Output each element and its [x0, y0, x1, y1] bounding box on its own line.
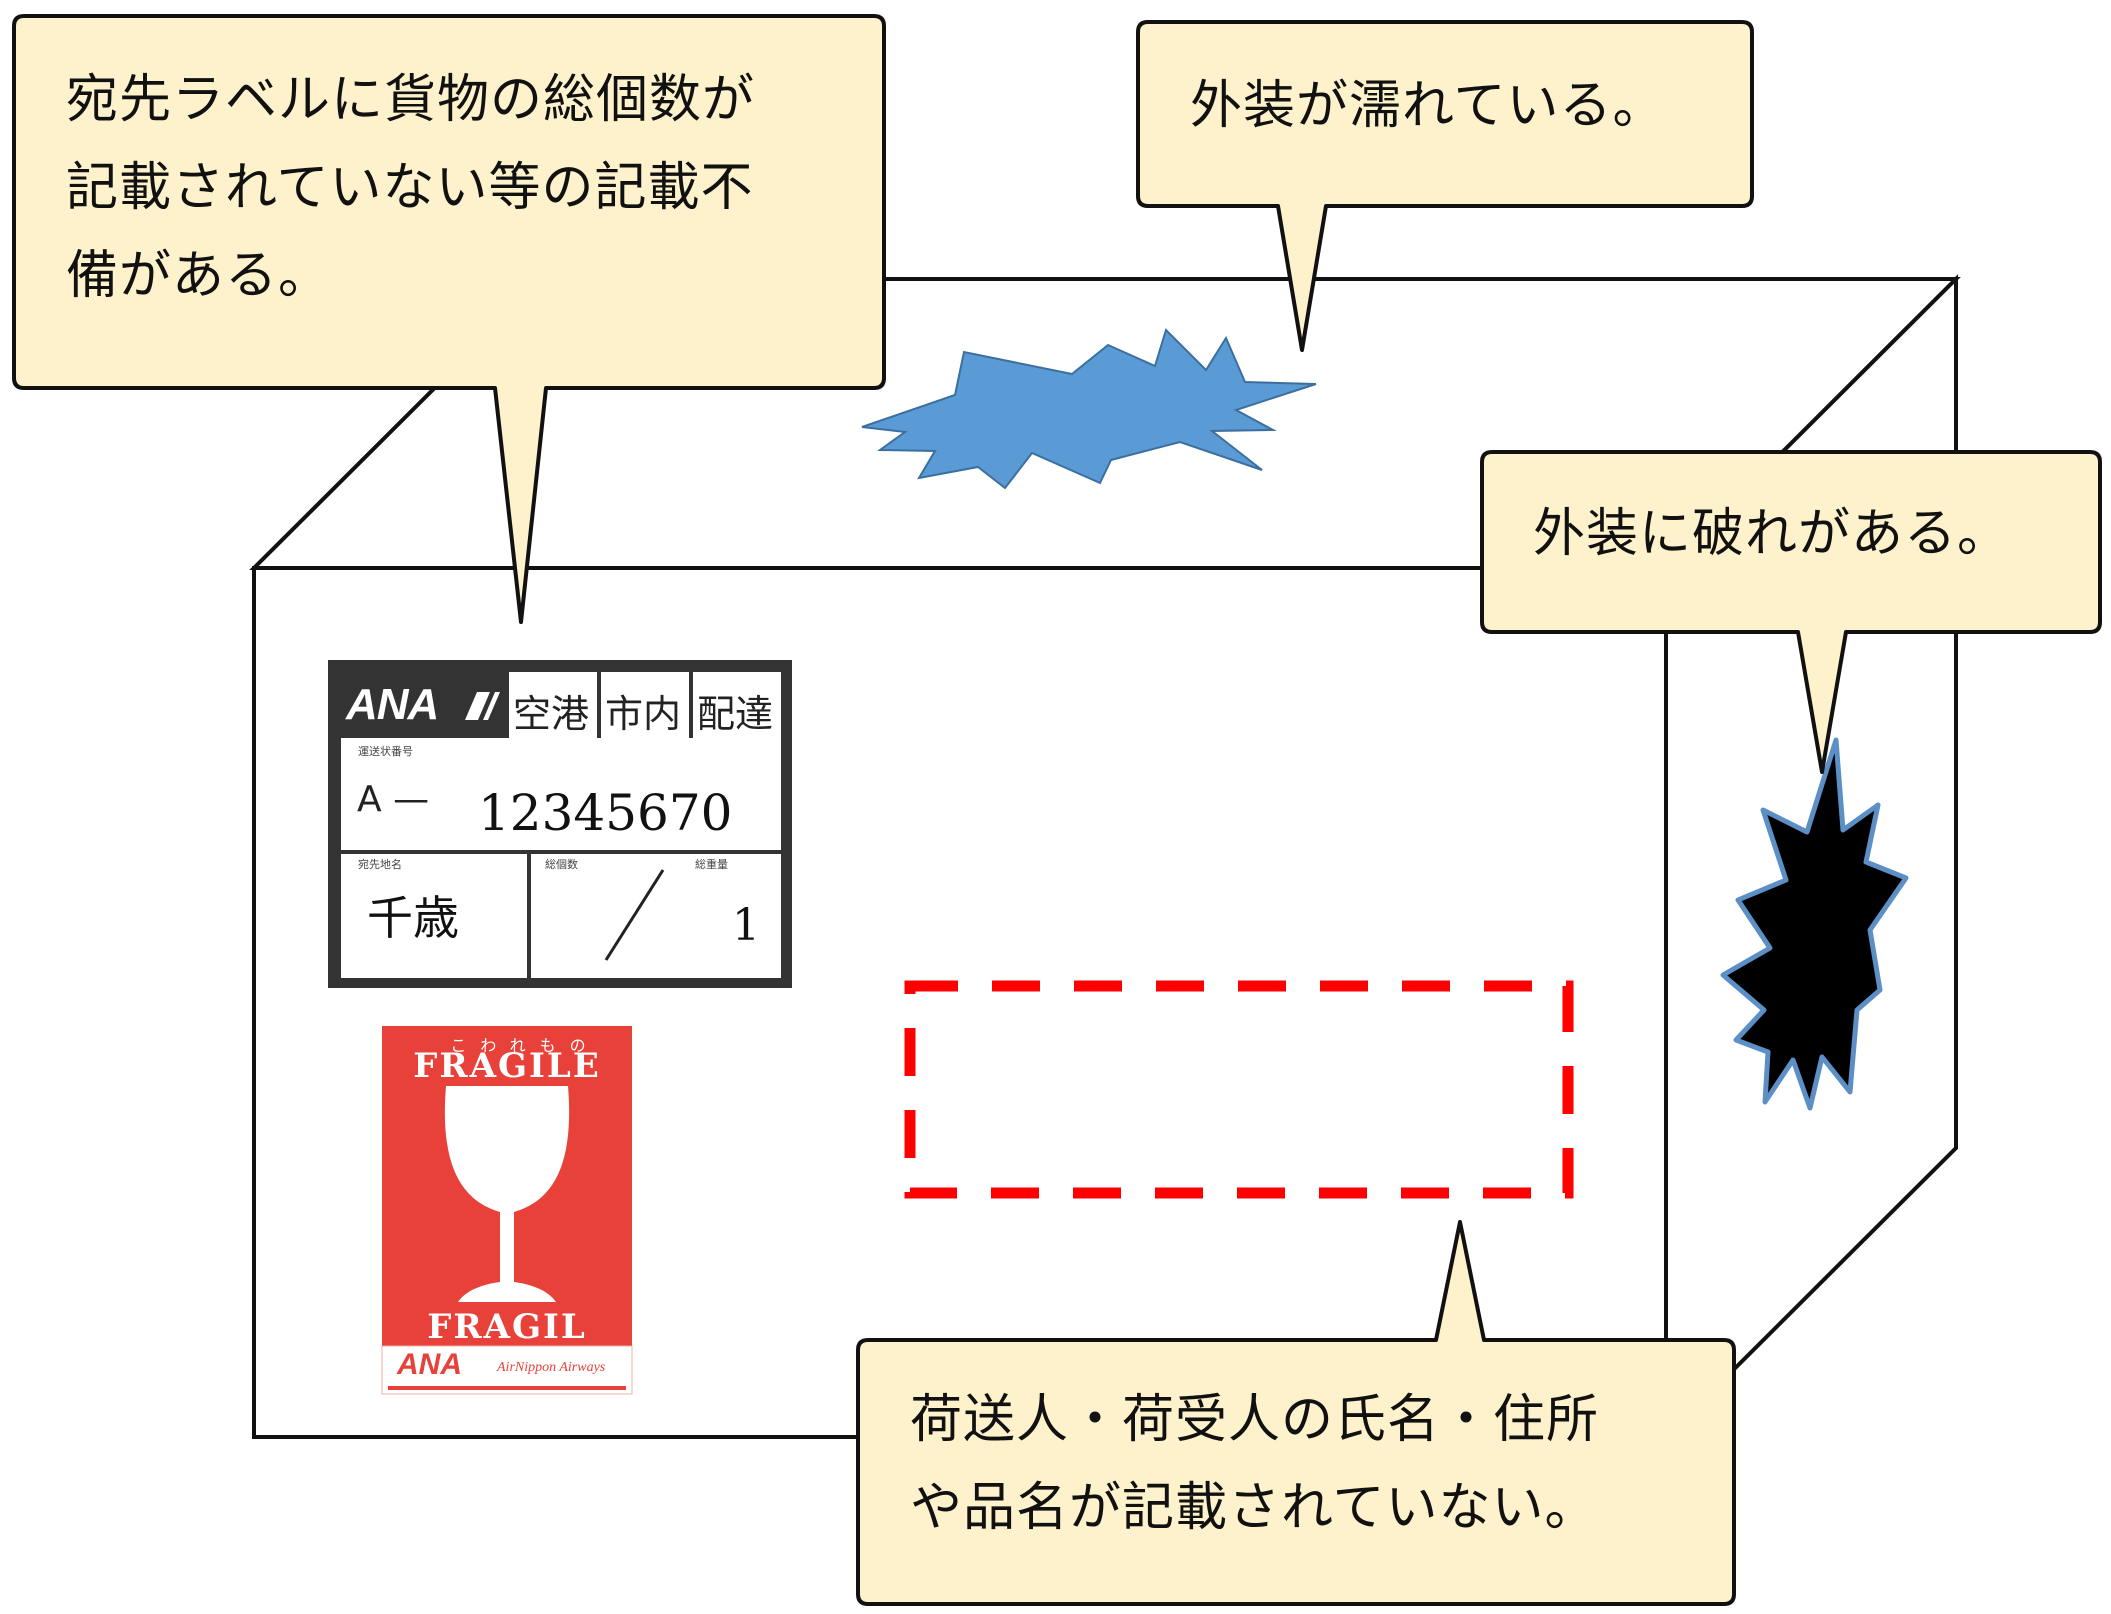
fragile-brand-logo: ANA	[397, 1348, 462, 1381]
missing-info-area	[904, 980, 1574, 1199]
callout-torn-packaging-text: 外装に破れがある。	[1533, 504, 2011, 564]
callout-label-bubble	[12, 14, 886, 624]
label-destination-caption: 宛先地名	[358, 858, 402, 871]
torn-hole-icon	[1720, 737, 1909, 1111]
callout-sender-bubble	[856, 1220, 1736, 1606]
callout-missing-sender-info-text: 荷送人・荷受人の氏名・住所 や品名が記載されていない。	[910, 1390, 1600, 1538]
callout-torn-bubble	[1480, 450, 2102, 774]
shipping-label	[328, 660, 792, 988]
fragile-jp-caption: こわれもの	[450, 1036, 600, 1055]
fragile-airline-name: AirNippon Airways	[497, 1360, 606, 1375]
callout-label-incomplete-text: 宛先ラベルに貨物の総個数が 記載されていない等の記載不 備がある。	[66, 70, 756, 306]
label-destination: 千歳	[367, 891, 459, 945]
label-header-delivery: 配達	[697, 692, 774, 736]
fragile-bottom-text: FRAGIL	[427, 1307, 587, 1347]
callout-wet-bubble	[1136, 20, 1754, 352]
label-waybill-caption: 運送状番号	[358, 745, 413, 758]
fragile-sticker	[381, 1026, 633, 1395]
wine-glass-icon	[444, 1086, 570, 1302]
label-pieces-caption: 総個数	[545, 858, 578, 871]
label-header-city: 市内	[605, 692, 682, 736]
fragile-top-text: FRAGILE	[413, 1046, 601, 1086]
label-header-airport: 空港	[513, 692, 590, 736]
label-weight-caption: 総重量	[695, 858, 728, 871]
label-waybill-number: 12345670	[478, 784, 733, 842]
label-waybill-prefix: A —	[357, 779, 430, 820]
label-weight-value: 1	[732, 900, 760, 951]
callout-wet-packaging-text: 外装が濡れている。	[1190, 76, 1666, 136]
label-brand-logo: ANA	[346, 680, 439, 729]
wet-splash-icon	[861, 328, 1317, 490]
